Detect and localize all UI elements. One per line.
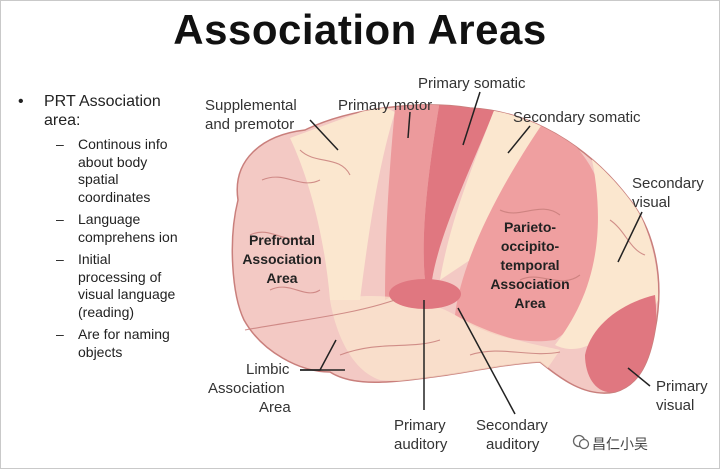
- label-secondary-auditory-2: auditory: [486, 436, 540, 453]
- label-pot-1: Parieto-: [504, 219, 556, 235]
- label-prefrontal-3: Area: [266, 270, 297, 286]
- label-pot-3: temporal: [500, 257, 559, 273]
- label-secondary-visual-1: Secondary: [632, 175, 704, 192]
- label-primary-visual-1: Primary: [656, 378, 708, 395]
- sub-bullet-item: Initial processing of visual language (r…: [18, 251, 180, 321]
- secondary-somatic-region: [440, 108, 545, 280]
- leader-lines: [300, 91, 651, 415]
- label-secondary-somatic: Secondary somatic: [513, 109, 641, 126]
- primary-motor-region: [385, 104, 440, 300]
- label-secondary-visual-2: visual: [632, 194, 670, 211]
- bullet-item-prt: PRT Association area:: [18, 92, 180, 130]
- label-limbic-3: Area: [259, 399, 291, 416]
- label-premotor: and premotor: [205, 116, 294, 133]
- label-primary-auditory-1: Primary: [394, 417, 446, 434]
- label-limbic-2: Association: [208, 380, 285, 397]
- sub-bullet-item: Language comprehens ion: [18, 211, 180, 246]
- label-primary-auditory-2: auditory: [394, 436, 448, 453]
- wechat-icon: [572, 434, 590, 450]
- primary-somatic-region: [423, 104, 495, 280]
- slide-title: Association Areas: [173, 6, 547, 53]
- label-supplemental: Supplemental: [205, 97, 297, 114]
- gyri-lines: [244, 149, 646, 356]
- label-secondary-auditory-1: Secondary: [476, 417, 548, 434]
- label-limbic-1: Limbic: [246, 361, 290, 378]
- label-pot-5: Area: [514, 295, 545, 311]
- label-primary-visual-2: visual: [656, 397, 694, 414]
- label-pot-4: Association: [490, 276, 569, 292]
- label-primary-motor: Primary motor: [338, 97, 432, 114]
- label-prefrontal-2: Association: [242, 251, 321, 267]
- watermark-text: 昌仁小吴: [592, 437, 648, 453]
- supplemental-premotor-region: [290, 105, 395, 300]
- label-primary-somatic: Primary somatic: [418, 75, 526, 92]
- temporal-region: [330, 295, 560, 382]
- bullet-list: PRT Association area: Continous info abo…: [18, 92, 180, 366]
- label-pot-2: occipito-: [501, 238, 560, 254]
- primary-auditory-region: [389, 279, 461, 309]
- label-prefrontal-1: Prefrontal: [249, 232, 315, 248]
- pot-region: [455, 120, 606, 342]
- sub-bullet-item: Continous info about body spatial coordi…: [18, 136, 180, 206]
- sub-bullet-list: Continous info about body spatial coordi…: [18, 136, 180, 361]
- sub-bullet-item: Are for naming objects: [18, 326, 180, 361]
- primary-visual-region: [585, 295, 657, 393]
